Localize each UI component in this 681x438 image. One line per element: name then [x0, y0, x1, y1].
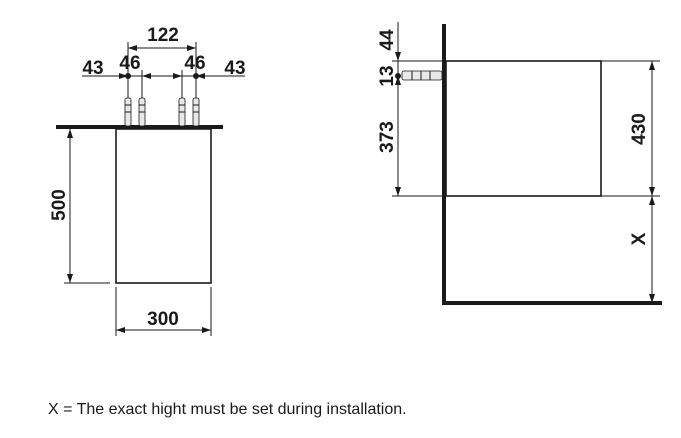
dim-x: X [629, 232, 650, 245]
front-view: 122 43 46 46 43 500 300 [49, 25, 246, 336]
dim-300: 300 [147, 309, 179, 330]
dim-46-right: 46 [184, 53, 205, 74]
footnote: X = The exact hight must be set during i… [48, 401, 407, 418]
dim-46-left: 46 [119, 53, 140, 74]
dim-373: 373 [377, 121, 398, 153]
cabinet-front [115, 128, 212, 284]
valve-group [124, 97, 200, 127]
dim-122: 122 [147, 25, 179, 46]
cabinet-side [445, 60, 602, 197]
dim-13: 13 [377, 65, 398, 86]
side-view: 44 13 373 430 X [377, 22, 662, 305]
dim-44: 44 [377, 29, 398, 51]
dim-43-left: 43 [82, 58, 103, 79]
dim-430: 430 [629, 113, 650, 145]
dim-500: 500 [49, 189, 70, 221]
dim-43-right: 43 [224, 58, 245, 79]
side-valve [401, 70, 443, 81]
